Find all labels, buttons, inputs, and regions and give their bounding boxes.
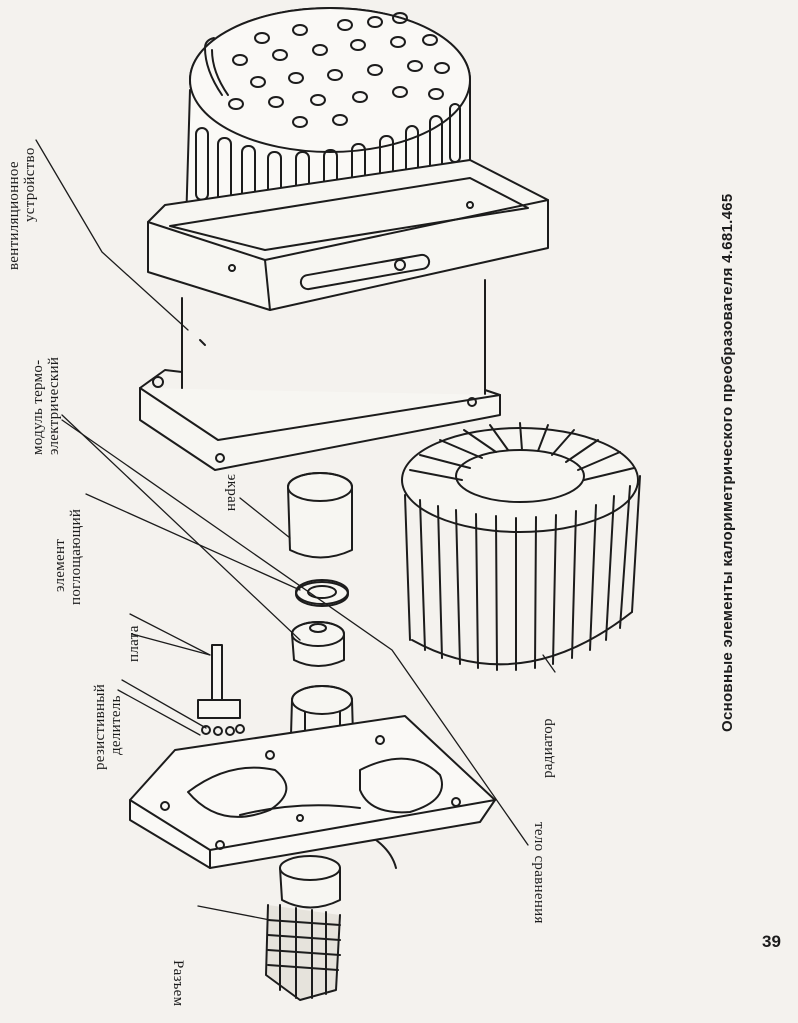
thermoelectric-module <box>139 279 501 471</box>
page-number: 39 <box>762 932 781 951</box>
base-plate <box>129 715 496 869</box>
connector-part <box>265 839 397 1001</box>
screen-part <box>287 472 353 559</box>
figure-caption: Основные элементы калориметрического пре… <box>719 193 736 732</box>
label-radiator: радиатор <box>540 718 556 778</box>
label-plate: плата <box>126 625 142 662</box>
label-ventilation-device-line1: вентиляционное <box>6 161 22 270</box>
label-screen: экран <box>224 474 240 512</box>
radiator-part <box>401 422 641 671</box>
label-thermoelectric-module-line1: модуль термо- <box>30 359 46 455</box>
absorbing-element <box>295 579 349 607</box>
label-absorbing-element-line2: поглощающий <box>68 508 84 605</box>
label-reference-body: тело сравнения <box>531 822 547 924</box>
mounting-flange <box>147 159 549 311</box>
leader-lines <box>35 139 556 921</box>
label-connector: Разъем <box>170 960 186 1007</box>
label-resistive-divider-line1: резистивный <box>92 683 108 770</box>
label-ventilation-device-line2: устройство <box>22 147 38 222</box>
label-absorbing-element-line1: элемент <box>52 538 68 592</box>
label-thermoelectric-module-line2: электрический <box>46 356 62 455</box>
resistive-divider <box>197 644 245 736</box>
reference-body <box>291 621 345 667</box>
label-resistive-divider-line2: делитель <box>108 695 124 755</box>
